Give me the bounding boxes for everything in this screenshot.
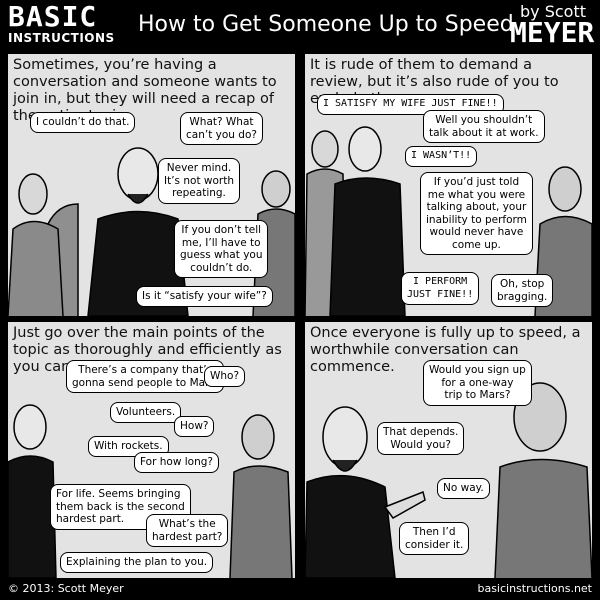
speech-bubble: For how long? <box>134 452 219 473</box>
panel-1: Sometimes, you’re having a conversation … <box>8 54 295 316</box>
speech-bubble: What’s the hardest part? <box>146 514 229 547</box>
speech-bubble: Volunteers. <box>110 402 182 423</box>
panel-3-caption: Just go over the main points of the topi… <box>13 325 282 375</box>
speech-bubble: How? <box>174 416 215 437</box>
panel-4: Once everyone is fully up to speed, a wo… <box>305 322 592 578</box>
speech-bubble: Who? <box>204 366 246 387</box>
speech-bubble: Would you sign up for a one-way trip to … <box>423 360 532 406</box>
speech-bubble: Oh, stop bragging. <box>491 274 554 307</box>
panel-4-figures <box>305 382 592 578</box>
speech-bubble: Never mind. It’s not worth repeating. <box>158 158 240 204</box>
speech-bubble: Is it “satisfy your wife”? <box>136 286 273 307</box>
speech-bubble: I WASN’T!! <box>405 146 478 167</box>
author-name: MEYER <box>510 16 595 49</box>
site-link[interactable]: basicinstructions.net <box>477 582 592 595</box>
speech-bubble: Explaining the plan to you. <box>60 552 214 573</box>
comic-footer: © 2013: Scott Meyer basicinstructions.ne… <box>0 582 600 600</box>
speech-bubble: With rockets. <box>88 436 169 457</box>
byline: by Scott <box>520 2 586 21</box>
comic-header: BASIC INSTRUCTIONS How to Get Someone Up… <box>0 0 600 52</box>
comic-title: How to Get Someone Up to Speed <box>138 12 514 37</box>
speech-bubble: Then I’d consider it. <box>399 522 470 555</box>
speech-bubble: If you’d just told me what you were talk… <box>420 172 533 255</box>
speech-bubble: I PERFORM JUST FINE!! <box>401 272 480 305</box>
speech-bubble: If you don’t tell me, I’ll have to guess… <box>174 220 269 278</box>
speech-bubble: That depends. Would you? <box>377 422 465 455</box>
copyright-text: © 2013: Scott Meyer <box>8 582 124 595</box>
panel-3-figures <box>8 404 293 578</box>
panel-2-figures <box>305 126 592 316</box>
speech-bubble: There’s a company that’s gonna send peop… <box>66 360 225 393</box>
logo-basic: BASIC <box>8 0 98 33</box>
speech-bubble: No way. <box>437 478 490 499</box>
speech-bubble: What? What can’t you do? <box>180 112 263 145</box>
panel-3: Just go over the main points of the topi… <box>8 322 295 578</box>
speech-bubble: I SATISFY MY WIFE JUST FINE!! <box>317 94 504 115</box>
logo-instructions: INSTRUCTIONS <box>8 31 115 45</box>
panel-4-caption: Once everyone is fully up to speed, a wo… <box>310 325 581 375</box>
panel-2: It is rude of them to demand a review, b… <box>305 54 592 316</box>
speech-bubble: I couldn’t do that. <box>30 112 136 133</box>
speech-bubble: Well you shouldn’t talk about it at work… <box>423 110 545 143</box>
